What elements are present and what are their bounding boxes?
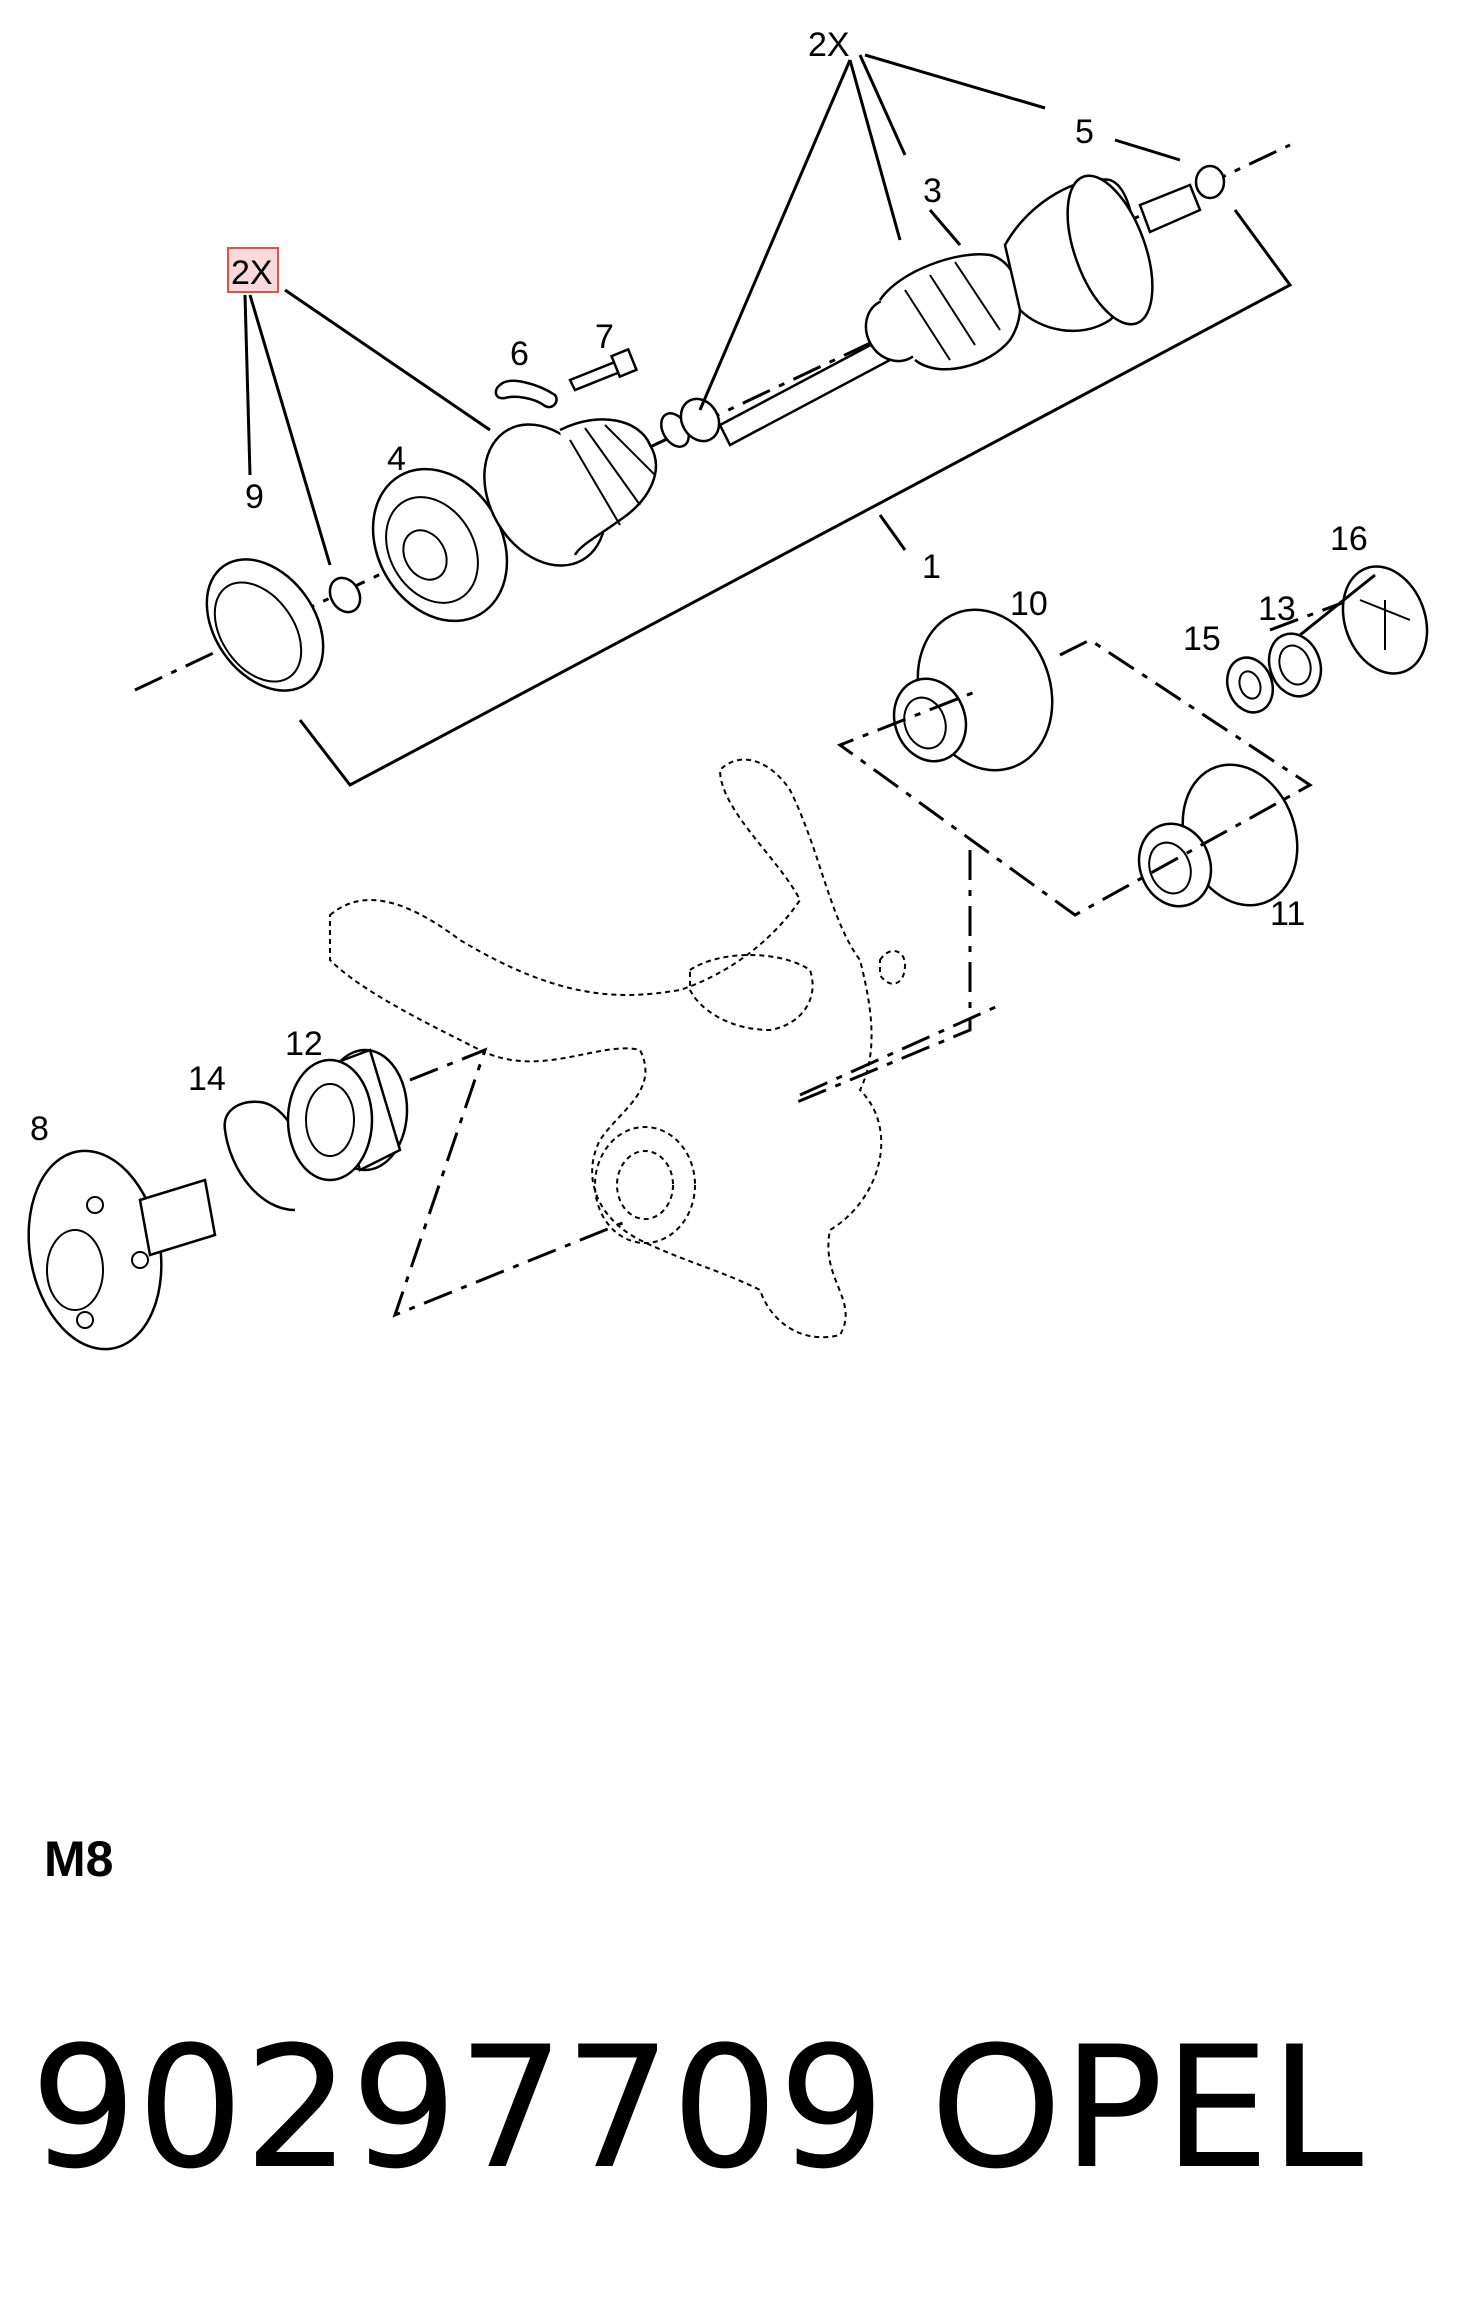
part-8-drive-flange bbox=[27, 1149, 217, 1351]
bearing-group-bracket bbox=[392, 1003, 1001, 1318]
part-circlip-left bbox=[328, 576, 362, 614]
part-15-seal bbox=[1225, 656, 1275, 714]
part-number: 90297709 bbox=[30, 2010, 886, 2206]
callout-4: 4 bbox=[387, 440, 406, 478]
callout-13: 13 bbox=[1258, 590, 1296, 628]
callout-7: 7 bbox=[595, 318, 614, 356]
part-10-hub-with-tone-ring bbox=[892, 608, 1054, 772]
callout-1: 1 bbox=[922, 548, 941, 586]
callout-2x-top: 2X bbox=[808, 26, 850, 64]
trailing-arm-ghost bbox=[329, 758, 907, 1339]
leader-lines bbox=[243, 53, 1376, 637]
part-11-hub-flange bbox=[1137, 763, 1299, 908]
callout-10: 10 bbox=[1010, 585, 1048, 623]
callout-5: 5 bbox=[1075, 113, 1094, 151]
section-code: M8 bbox=[44, 1831, 114, 1887]
part-footer: 90297709 OPEL bbox=[30, 2010, 1450, 2210]
callout-11: 11 bbox=[1270, 895, 1305, 933]
part-7-bolt bbox=[568, 347, 639, 392]
callout-16: 16 bbox=[1330, 520, 1368, 558]
callout-9: 9 bbox=[245, 478, 264, 516]
part-4-inner-cv-joint bbox=[371, 467, 509, 623]
exploded-parts-diagram: 1 2X 2X 3 4 5 6 7 8 9 10 11 12 13 14 15 … bbox=[27, 26, 1429, 1351]
part-9-dust-cap bbox=[205, 558, 325, 692]
part-5-outer-cv-joint bbox=[1003, 164, 1226, 333]
callout-2x-left: 2X bbox=[231, 254, 273, 292]
hub-group-bracket bbox=[789, 638, 1313, 1107]
driveshaft-group-bracket bbox=[298, 209, 1293, 787]
part-inner-boot bbox=[483, 412, 690, 567]
callout-14: 14 bbox=[188, 1060, 226, 1098]
part-13-snap-ring bbox=[1267, 632, 1323, 698]
callout-labels: 1 2X 2X 3 4 5 6 7 8 9 10 11 12 13 14 15 … bbox=[30, 26, 1368, 1148]
part-12-wheel-bearing bbox=[286, 1048, 409, 1182]
part-6-clip bbox=[494, 379, 558, 409]
highlight-box bbox=[227, 247, 279, 293]
callout-6: 6 bbox=[510, 335, 529, 373]
callout-8: 8 bbox=[30, 1110, 49, 1148]
brand-name: OPEL bbox=[930, 2010, 1364, 2206]
part-16-hub-cap bbox=[1341, 565, 1429, 675]
callout-3: 3 bbox=[923, 172, 942, 210]
part-3-outer-boot bbox=[864, 253, 1022, 371]
callout-12: 12 bbox=[285, 1025, 323, 1063]
callout-15: 15 bbox=[1183, 620, 1221, 658]
